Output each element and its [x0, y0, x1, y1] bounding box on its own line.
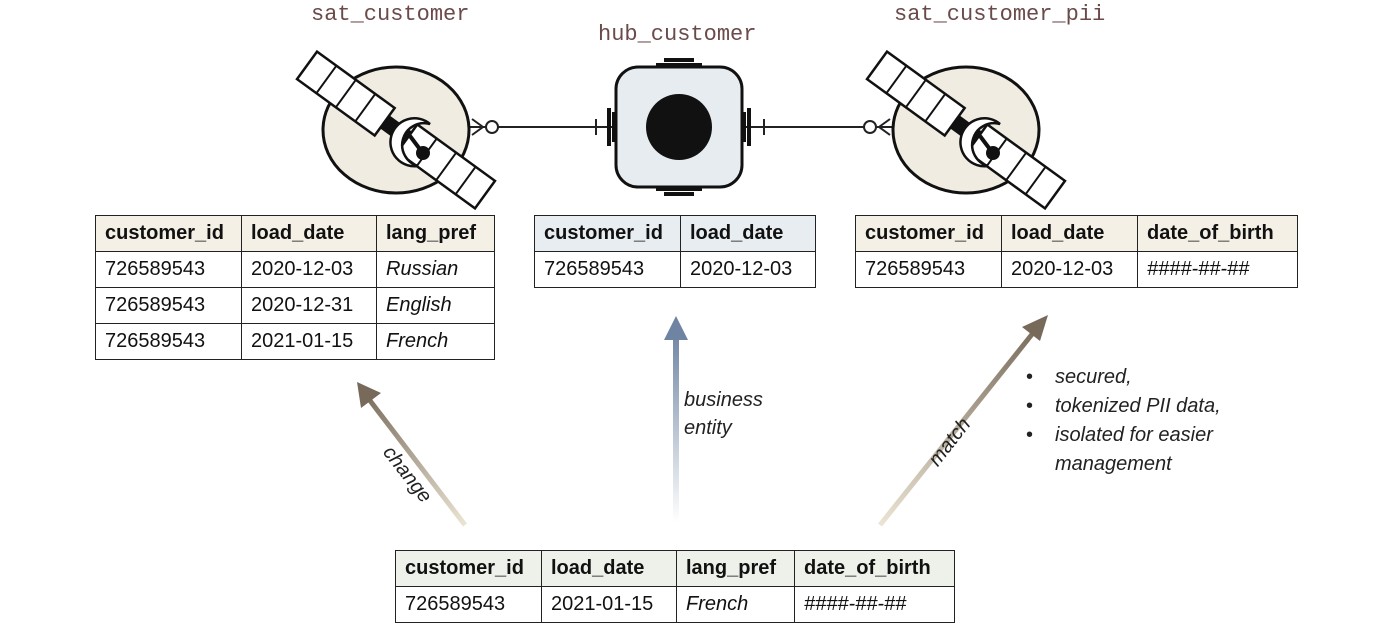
table-cell: 726589543	[95, 323, 242, 360]
table-row: 726589543 2020-12-03	[534, 251, 816, 288]
column-header: customer_id	[855, 215, 1002, 252]
table-cell: English	[376, 287, 495, 324]
hub-icon	[607, 58, 751, 196]
business-entity-label-line1: business	[684, 389, 763, 411]
relationship-hub-to-sat-customer-pii	[746, 118, 892, 136]
column-header: date_of_birth	[1137, 215, 1298, 252]
table-header-row: customer_id load_date date_of_birth	[855, 215, 1298, 252]
column-header: load_date	[680, 215, 816, 252]
table-cell: 2021-01-15	[241, 323, 377, 360]
table-row: 726589543 2021-01-15 French ####-##-##	[395, 586, 955, 623]
column-header: load_date	[1001, 215, 1138, 252]
table-header-row: customer_id load_date lang_pref	[95, 215, 495, 252]
hub-customer-title: hub_customer	[598, 22, 757, 47]
table-cell: French	[676, 586, 795, 623]
sat-customer-pii-title: sat_customer_pii	[894, 2, 1106, 27]
business-entity-arrow	[664, 316, 688, 522]
table-cell: ####-##-##	[1137, 251, 1298, 288]
source-table: customer_id load_date lang_pref date_of_…	[395, 550, 955, 623]
column-header: customer_id	[534, 215, 681, 252]
column-header: load_date	[541, 550, 677, 587]
pii-notes-list: secured, tokenized PII data, isolated fo…	[1022, 363, 1221, 479]
table-cell: 2020-12-03	[1001, 251, 1138, 288]
table-cell: French	[376, 323, 495, 360]
table-row: 726589543 2020-12-03 Russian	[95, 251, 495, 288]
table-cell: 2020-12-31	[241, 287, 377, 324]
column-header: customer_id	[95, 215, 242, 252]
list-item: tokenized PII data,	[1022, 392, 1221, 421]
relationship-sat-customer-to-hub	[470, 118, 612, 136]
sat-customer-table: customer_id load_date lang_pref 72658954…	[95, 215, 495, 360]
list-item: secured,	[1022, 363, 1221, 392]
column-header: load_date	[241, 215, 377, 252]
table-cell: 726589543	[95, 251, 242, 288]
table-cell: 2021-01-15	[541, 586, 677, 623]
table-cell: ####-##-##	[794, 586, 955, 623]
satellite-icon	[865, 49, 1067, 211]
table-header-row: customer_id load_date lang_pref date_of_…	[395, 550, 955, 587]
table-cell: 2020-12-03	[680, 251, 816, 288]
table-cell: 2020-12-03	[241, 251, 377, 288]
list-item: management	[1055, 453, 1172, 475]
change-arrow	[357, 382, 467, 527]
column-header: customer_id	[395, 550, 542, 587]
business-entity-label-line2: entity	[684, 417, 732, 439]
list-item: isolated for easier	[1022, 421, 1221, 450]
table-cell: Russian	[376, 251, 495, 288]
hub-customer-table: customer_id load_date 726589543 2020-12-…	[534, 215, 816, 288]
table-cell: 726589543	[395, 586, 542, 623]
table-header-row: customer_id load_date	[534, 215, 816, 252]
table-cell: 726589543	[855, 251, 1002, 288]
table-row: 726589543 2020-12-03 ####-##-##	[855, 251, 1298, 288]
table-row: 726589543 2020-12-31 English	[95, 287, 495, 324]
table-row: 726589543 2021-01-15 French	[95, 323, 495, 360]
table-cell: 726589543	[534, 251, 681, 288]
column-header: date_of_birth	[794, 550, 955, 587]
sat-customer-pii-table: customer_id load_date date_of_birth 7265…	[855, 215, 1298, 288]
sat-customer-title: sat_customer	[311, 2, 470, 27]
match-arrow	[878, 315, 1048, 527]
satellite-icon	[295, 49, 497, 211]
table-cell: 726589543	[95, 287, 242, 324]
column-header: lang_pref	[376, 215, 495, 252]
column-header: lang_pref	[676, 550, 795, 587]
